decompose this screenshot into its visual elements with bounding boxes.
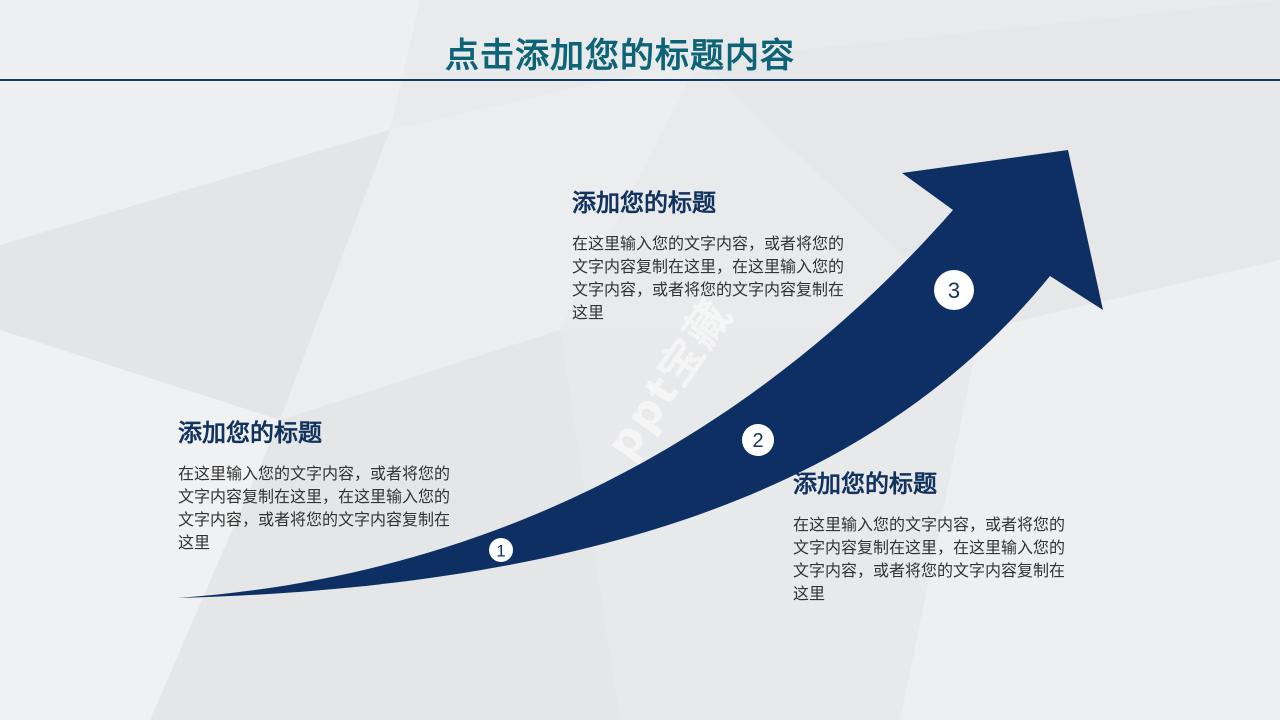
step-number-1: 1	[496, 542, 505, 561]
step-heading-3: 添加您的标题	[572, 189, 716, 217]
step-number-2: 2	[752, 430, 763, 452]
step-body-1: 在这里输入您的文字内容，或者将您的文字内容复制在这里，在这里输入您的文字内容，或…	[178, 464, 451, 552]
title-divider	[0, 79, 1280, 81]
step-block-2: 添加您的标题 在这里输入您的文字内容，或者将您的文字内容复制在这里，在这里输入您…	[793, 469, 1093, 605]
step-body-3: 在这里输入您的文字内容，或者将您的文字内容复制在这里，在这里输入您的文字内容，或…	[572, 234, 845, 322]
step-body-2: 在这里输入您的文字内容，或者将您的文字内容复制在这里，在这里输入您的文字内容，或…	[793, 515, 1066, 603]
step-badge-1: 1	[489, 538, 513, 562]
step-heading-2: 添加您的标题	[793, 470, 937, 498]
step-badge-2: 2	[742, 424, 774, 456]
step-heading-1: 添加您的标题	[178, 419, 322, 447]
arrow-shape	[178, 150, 1103, 598]
step-block-3: 添加您的标题 在这里输入您的文字内容，或者将您的文字内容复制在这里，在这里输入您…	[572, 188, 872, 324]
page-title: 点击添加您的标题内容	[445, 36, 795, 76]
step-number-3: 3	[948, 278, 960, 303]
step-block-1: 添加您的标题 在这里输入您的文字内容，或者将您的文字内容复制在这里，在这里输入您…	[178, 418, 478, 554]
step-badge-3: 3	[934, 270, 974, 310]
